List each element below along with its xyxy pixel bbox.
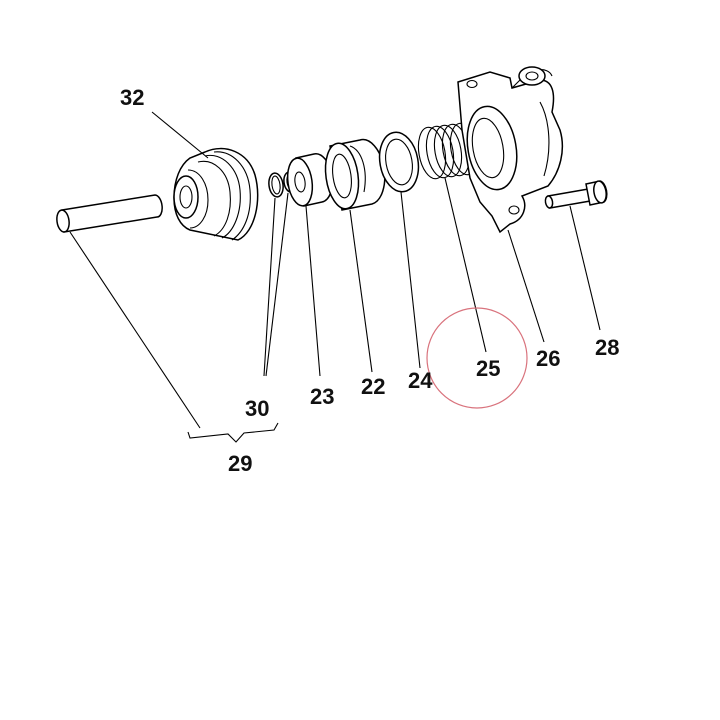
leader-23: [305, 205, 321, 377]
leader-28: [569, 205, 601, 331]
leader-22: [349, 209, 373, 373]
leader-30b: [265, 192, 289, 377]
leader-24: [400, 191, 421, 369]
part-label-23: 23: [310, 384, 334, 409]
part-label-29: 29: [228, 451, 252, 476]
rod-icon: [56, 194, 163, 233]
part-label-22: 22: [361, 374, 385, 399]
part-label-26: 26: [536, 346, 560, 371]
leader-26: [507, 229, 545, 343]
dust-boot-icon: [173, 147, 259, 241]
washer-icon: [286, 153, 334, 207]
leader-lines: [69, 111, 601, 429]
part-label-32: 32: [120, 85, 144, 110]
seal-ring-icon: [378, 131, 420, 193]
cylinder-body-icon: [457, 66, 564, 234]
leader-29: [69, 231, 201, 429]
part-label-25: 25: [476, 356, 500, 381]
part-label-24: 24: [408, 368, 433, 393]
leader-30a: [263, 197, 276, 377]
bracket-29: [187, 422, 279, 443]
bolt-icon: [544, 180, 608, 209]
piston-icon: [324, 138, 386, 211]
leader-32: [151, 111, 209, 159]
highlight-circle: [426, 307, 528, 409]
part-label-28: 28: [595, 335, 619, 360]
leader-25: [444, 177, 487, 353]
part-label-30: 30: [245, 396, 269, 421]
